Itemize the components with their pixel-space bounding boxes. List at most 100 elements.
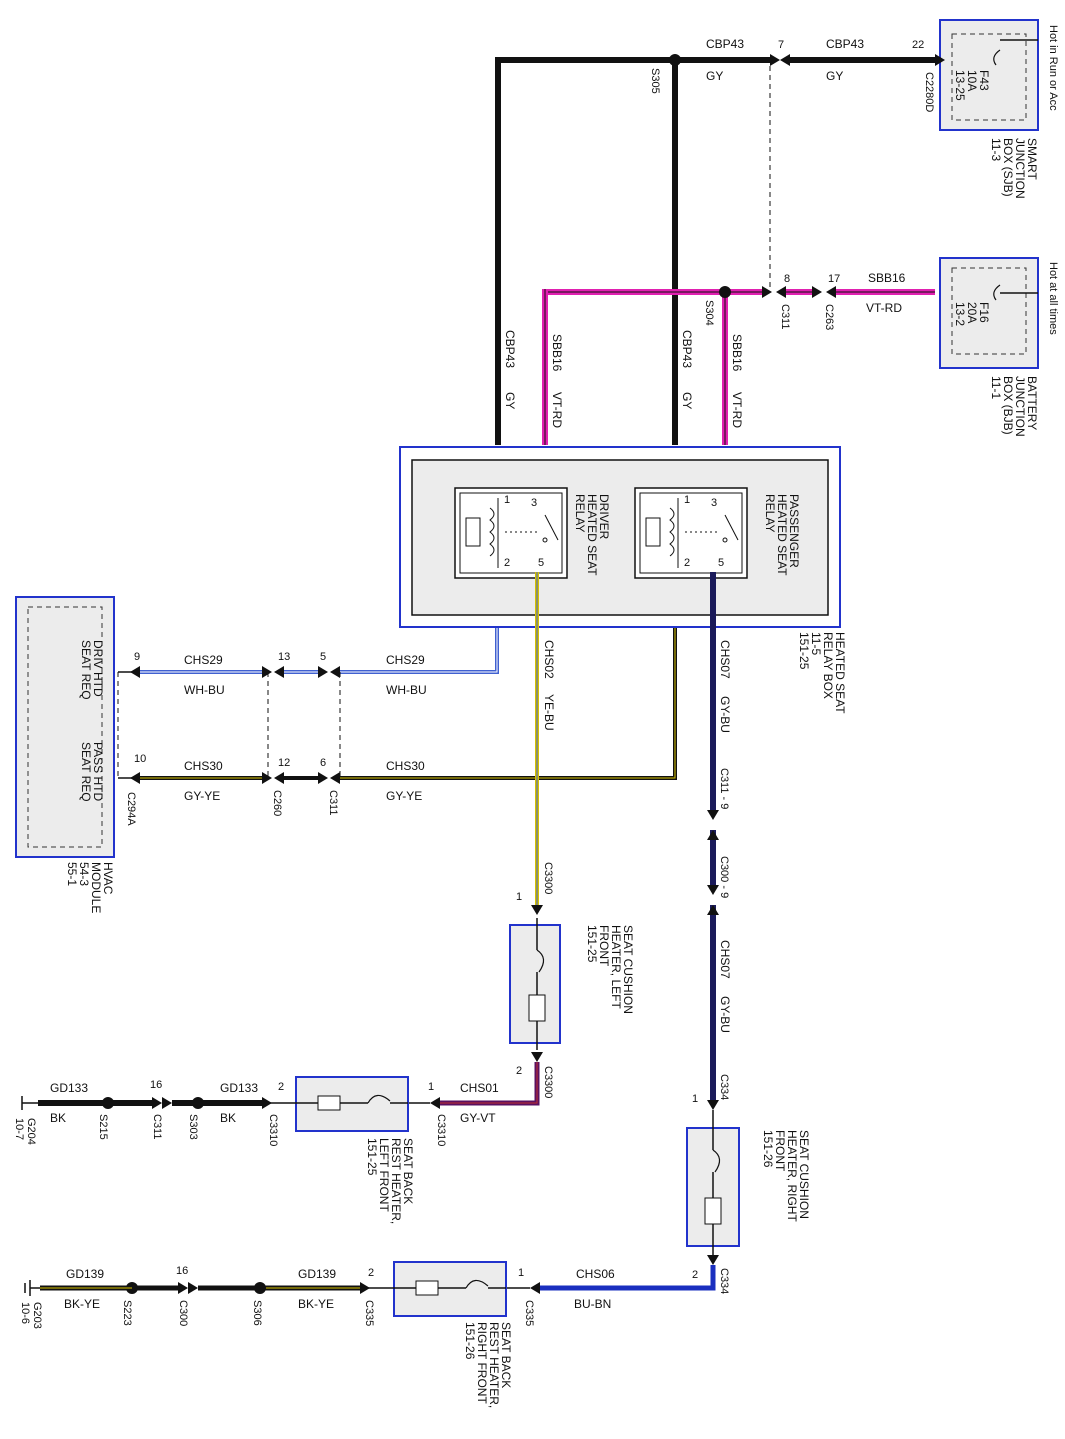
- splice-s305: [669, 54, 681, 66]
- c3310-right: C3310: [435, 1114, 447, 1146]
- s305-label: S305: [649, 68, 661, 94]
- c300-bottom: C300: [177, 1300, 189, 1326]
- cbp43-wire-group: CBP43 GY CBP43 GY 7 S305 CBP43 GY CBP43 …: [495, 37, 945, 445]
- sjb-hot-label: Hot in Run or Acc: [1047, 25, 1059, 111]
- c3310-left: C3310: [267, 1114, 279, 1146]
- c300-pin-16: 16: [176, 1265, 188, 1277]
- passenger-relay-switch-icon: [724, 514, 739, 541]
- sjb-ref: 11-3: [989, 138, 1003, 161]
- hvac-in2-line1: PASS HTD: [91, 742, 105, 801]
- back-left-thermostat-icon: [367, 1094, 391, 1104]
- cushion-left-ref: 151-25: [585, 925, 599, 963]
- gd133-label-b: GD133: [50, 1081, 88, 1095]
- back-left-line2: REST HEATER,: [389, 1138, 403, 1224]
- driver-relay-resistor-icon: [465, 517, 481, 547]
- c311-top: C311: [779, 304, 791, 329]
- bjb-line1: BATTERY: [1025, 376, 1039, 430]
- c3300-top: C3300: [542, 862, 554, 894]
- c3300-pin-2: 2: [516, 1065, 522, 1077]
- c263-top: C263: [823, 304, 835, 330]
- cbp43-vert-color-b: GY: [680, 392, 694, 409]
- passenger-relay-line1: PASSENGER: [787, 494, 801, 568]
- g204-label: G204: [25, 1118, 37, 1145]
- c311-pin-5: 5: [320, 651, 326, 663]
- chs30-label-right: CHS30: [386, 759, 425, 773]
- gd139-color-a: BK-YE: [298, 1297, 334, 1311]
- chs07-color-top: GY-BU: [718, 696, 732, 733]
- cbp43-color-right: GY: [826, 69, 843, 83]
- c260-label: C260: [271, 790, 283, 816]
- passenger-relay-resistor-icon: [645, 517, 661, 547]
- back-right-thermostat-icon: [465, 1279, 489, 1289]
- cbp43-vert-label-b: CBP43: [680, 330, 694, 368]
- sjb-line1: SMART: [1025, 138, 1039, 180]
- hvac-name2: MODULE: [89, 862, 103, 913]
- cbp43-label-left: CBP43: [706, 37, 744, 51]
- bjb-hot-label: Hot at all times: [1047, 262, 1059, 335]
- chs06-label: CHS06: [576, 1267, 615, 1281]
- chs07-label-top: CHS07: [718, 640, 732, 679]
- hvac-name: HVAC: [101, 862, 115, 895]
- back-right-line3: RIGHT FRONT: [475, 1322, 489, 1404]
- relay-box-ref2: 151-25: [797, 632, 811, 670]
- passenger-relay-coil-icon: [669, 507, 675, 557]
- driver-relay-line1: DRIVER: [597, 494, 611, 540]
- sbb16-vert-label-a: SBB16: [550, 334, 564, 372]
- c334-bottom: C334: [718, 1268, 730, 1294]
- gd133-label-a: GD133: [220, 1081, 258, 1095]
- sbb16-vert-color-b: VT-RD: [730, 392, 744, 428]
- g203-label: G203: [31, 1302, 43, 1329]
- driver-relay-switch-icon: [544, 514, 559, 541]
- hvac-module: DRIV HTD SEAT REQ PASS HTD SEAT REQ HVAC…: [15, 596, 146, 913]
- fuse-f16-rating: 20A: [965, 302, 979, 323]
- c260-pin-13: 13: [278, 651, 290, 663]
- chs01-color: GY-VT: [460, 1111, 496, 1125]
- chs29-label-right: CHS29: [386, 653, 425, 667]
- chs02-label: CHS02: [542, 640, 556, 679]
- cushion-right-element-icon: [704, 1197, 722, 1225]
- mid-connectors: C260 C311: [117, 672, 341, 816]
- cbp43-color-left: GY: [706, 69, 723, 83]
- driver-relay-line2: HEATED SEAT: [585, 494, 599, 576]
- c311-pin-16: 16: [150, 1079, 162, 1091]
- g204-ref: 10-7: [13, 1118, 25, 1140]
- chs29-wire-group: CHS29 WH-BU CHS29 WH-BU 13 5: [118, 628, 499, 697]
- chs07-color-bottom: GY-BU: [718, 996, 732, 1033]
- driver-relay: 1 2 3 5 DRIVER HEATED SEAT RELAY: [454, 487, 611, 579]
- passenger-relay: 1 2 3 5 PASSENGER HEATED SEAT RELAY: [634, 487, 801, 579]
- hvac-ref2: 55-1: [65, 862, 79, 886]
- seat-back-heater-left: SEAT BACK REST HEATER, LEFT FRONT 151-25: [295, 1076, 415, 1224]
- driver-pin-5: 5: [538, 557, 544, 569]
- driver-pin-1: 1: [504, 494, 510, 506]
- c3310-pin-1: 1: [428, 1081, 434, 1093]
- gd139-ground-group: 2 C335 GD139 BK-YE S306 C300 16 S223 GD1…: [19, 1265, 394, 1329]
- bjb-ref: 11-1: [989, 376, 1003, 399]
- relay-box-ref1: 11-5: [809, 632, 823, 655]
- hvac-in1-line1: DRIV HTD: [91, 640, 105, 697]
- splice-s304: [719, 286, 731, 298]
- back-right-ref: 151-26: [463, 1322, 477, 1360]
- chs06-color: BU-BN: [574, 1297, 611, 1311]
- driver-pin-2: 2: [504, 557, 510, 569]
- driver-pin-3: 3: [531, 497, 537, 509]
- fuse-f16-ref: 13-2: [953, 302, 967, 326]
- cushion-right-thermostat-icon: [712, 1149, 721, 1173]
- cbp43-vert-label-a: CBP43: [503, 330, 517, 368]
- chs30-wire-group: CHS30 GY-YE CHS30 GY-YE 12 6: [118, 628, 677, 803]
- fuse-f43-name: F43: [977, 70, 991, 91]
- sbb16-vert-color-a: VT-RD: [550, 392, 564, 428]
- relay-box-line1: HEATED SEAT: [833, 632, 847, 714]
- s306-label: S306: [251, 1300, 263, 1326]
- chs02-wire-group: CHS02 YE-BU C3300 1: [516, 572, 556, 915]
- c260-pin-12: 12: [278, 757, 290, 769]
- chs30-label-left: CHS30: [184, 759, 223, 773]
- gd133-color-b: BK: [50, 1111, 66, 1125]
- sbb16-wire-group: SBB16 VT-RD 8 C311 C263 S304 SBB16 VT-RD…: [542, 271, 935, 445]
- back-left-element-icon: [317, 1095, 341, 1111]
- hvac-ref1: 54-3: [77, 862, 91, 886]
- s303-label: S303: [187, 1114, 199, 1140]
- s304-label: S304: [703, 300, 715, 326]
- chs02-color: YE-BU: [542, 694, 556, 731]
- cbp43-label-right: CBP43: [826, 37, 864, 51]
